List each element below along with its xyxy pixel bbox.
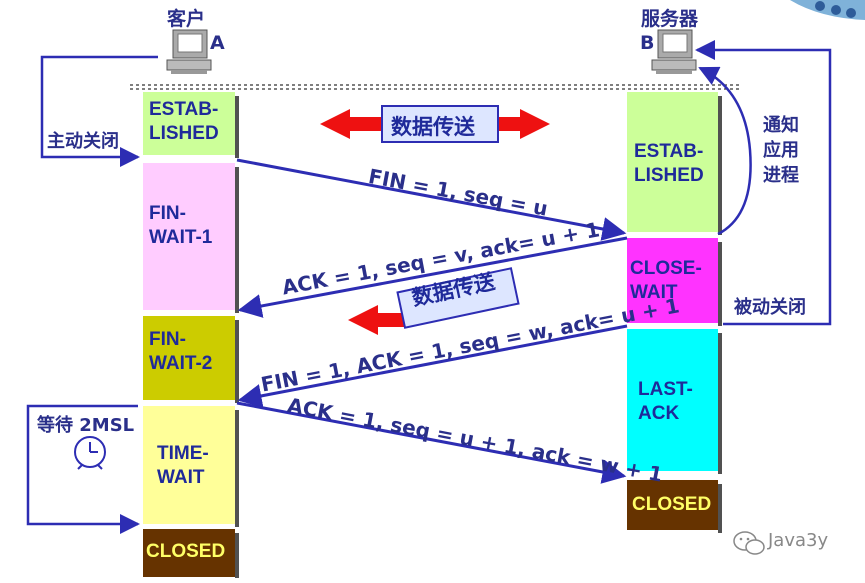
message-arrow-1 <box>236 158 627 241</box>
client-title: 客户 <box>167 8 206 30</box>
computer-b-icon <box>651 29 697 74</box>
wait-2msl-label: 等待 2MSL <box>37 415 135 436</box>
server-closed-box <box>627 480 718 530</box>
server-state-estab: ESTAB- LISHED <box>634 141 704 186</box>
client-state-boxes <box>143 92 235 577</box>
passive-close-line <box>695 40 832 326</box>
wait-2msl-line <box>26 404 140 534</box>
client-state-finwait2: FIN- WAIT-2 <box>149 329 213 374</box>
client-finwait1-box <box>143 163 235 310</box>
message-arrow-3 <box>237 324 628 408</box>
client-state-estab: ESTAB- LISHED <box>149 99 219 144</box>
message-arrow-2 <box>237 236 628 318</box>
client-estab-box <box>143 92 235 155</box>
watermark: Java3y <box>768 530 829 551</box>
server-state-boxes <box>627 92 718 530</box>
client-state-closed: CLOSED <box>146 541 226 562</box>
server-state-closed: CLOSED <box>632 494 712 515</box>
client-closed-box <box>143 529 235 577</box>
corner-decoration-icon <box>790 0 865 20</box>
client-timewait-box <box>143 406 235 524</box>
data-transfer-label-1: 数据传送 <box>391 115 475 139</box>
notify-app-curve <box>698 66 752 236</box>
active-close-line <box>40 55 158 167</box>
client-finwait2-box <box>143 316 235 400</box>
active-close-label: 主动关闭 <box>47 131 119 152</box>
notify-app-label: 通知 应用 进程 <box>763 115 799 186</box>
server-lastack-box <box>627 329 718 471</box>
server-estab-box <box>627 92 718 232</box>
client-state-timewait: TIME- WAIT <box>157 443 209 488</box>
server-state-lastack: LAST- ACK <box>638 379 693 424</box>
server-state-closewait: CLOSE- WAIT <box>630 258 702 303</box>
data-transfer-left-arrow <box>348 267 520 335</box>
message-arrow-4 <box>236 401 627 484</box>
wechat-logo-icon <box>733 531 765 555</box>
server-letter: B <box>640 32 655 54</box>
client-state-finwait1: FIN- WAIT-1 <box>149 203 213 248</box>
server-closewait-box <box>627 238 718 323</box>
computer-a-icon <box>166 29 212 74</box>
passive-close-label: 被动关闭 <box>734 297 806 318</box>
server-title: 服务器 <box>641 8 699 30</box>
clock-icon <box>74 436 106 470</box>
data-transfer-double-arrow <box>320 105 550 143</box>
client-letter: A <box>210 32 225 54</box>
